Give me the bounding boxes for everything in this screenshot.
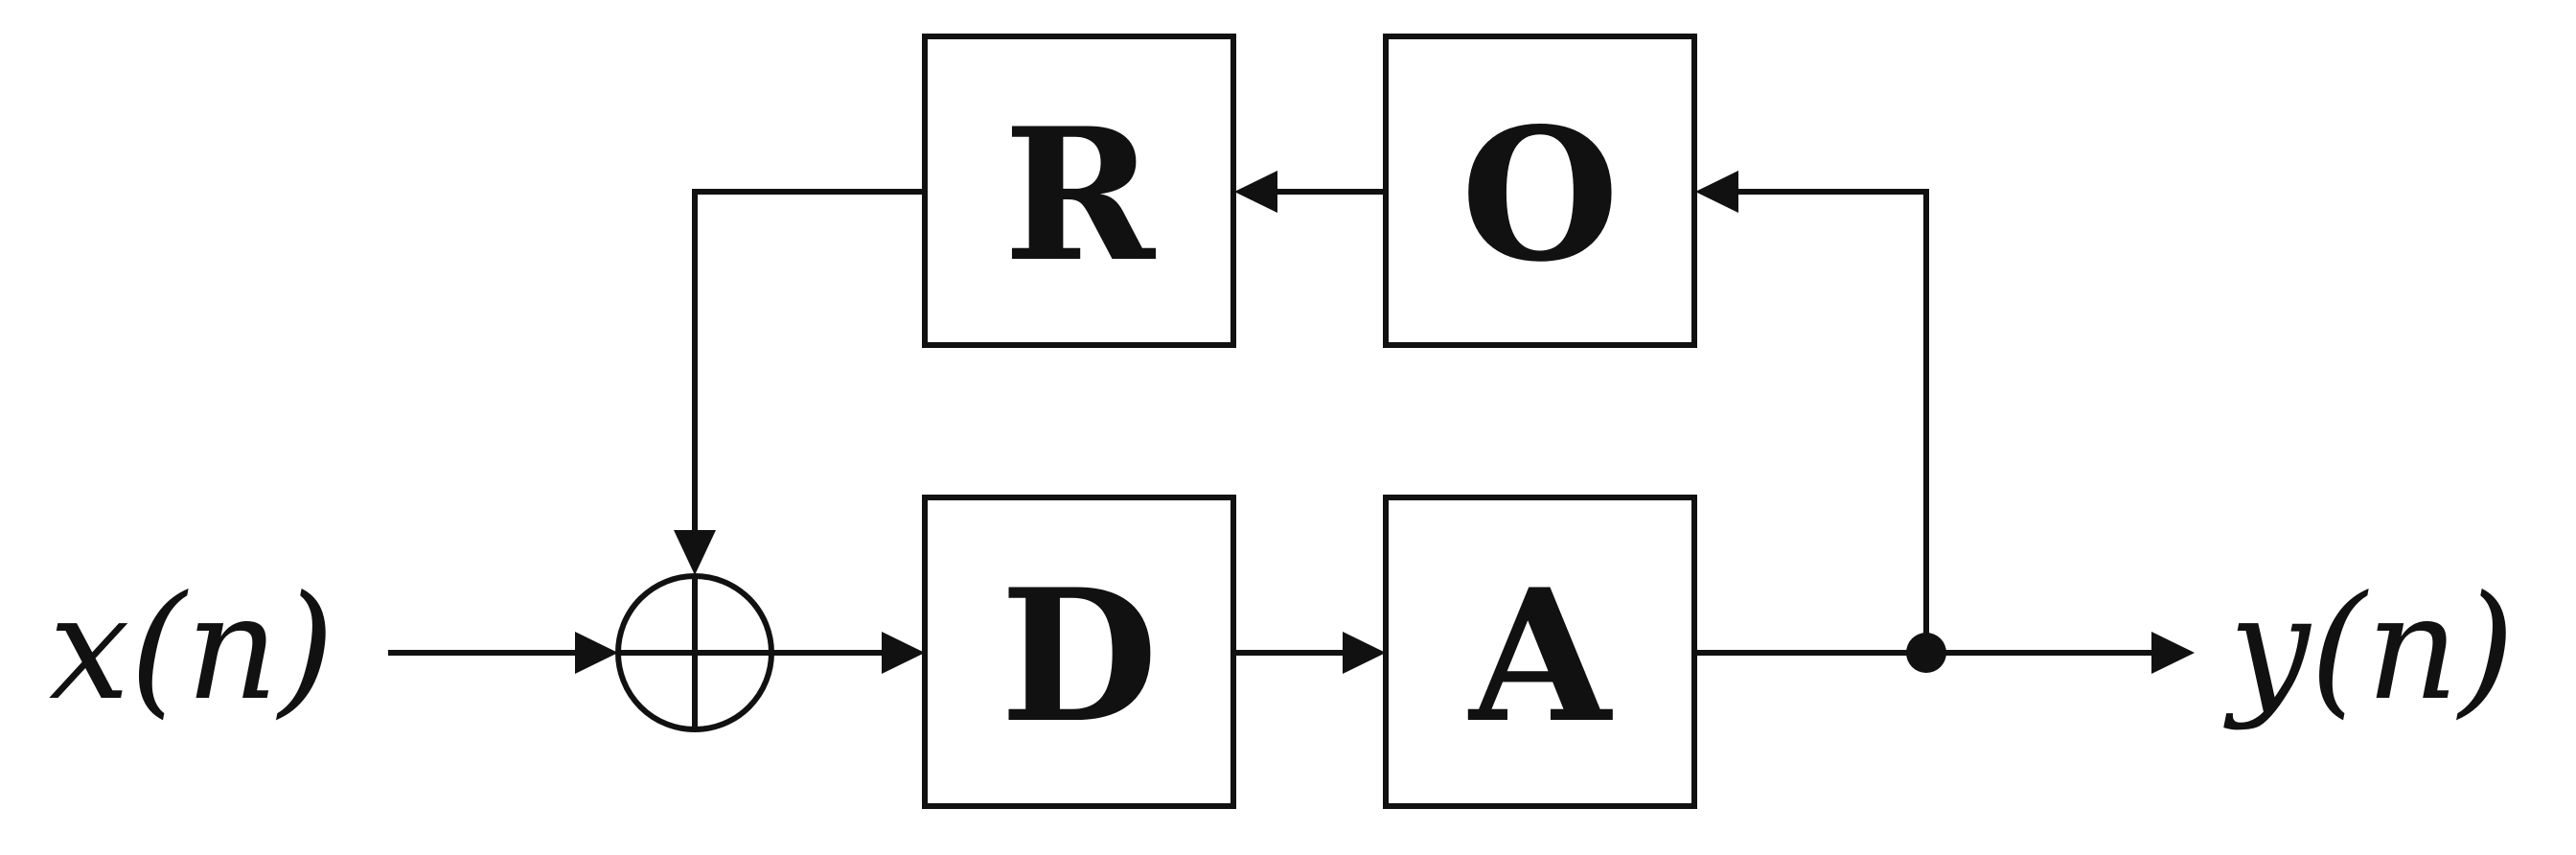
branch-point-dot: [1906, 633, 1946, 673]
arrowhead-right-icon: [575, 632, 618, 674]
input-signal-label: x(n): [49, 566, 334, 732]
block-r: R: [922, 34, 1236, 348]
block-o-label: O: [1460, 88, 1620, 302]
arrowhead-left-icon: [1234, 171, 1277, 213]
output-signal-label: y(n): [2223, 566, 2515, 732]
arrowhead-right-icon: [882, 632, 925, 674]
block-d-frame: [922, 495, 1236, 809]
arrowhead-left-icon: [1695, 171, 1738, 213]
arrowhead-down-icon: [674, 530, 716, 575]
block-o: O: [1383, 34, 1697, 348]
wire-r-to-junction: [692, 189, 925, 535]
block-d-label: D: [1000, 549, 1159, 763]
arrowhead-right-icon: [1343, 632, 1386, 674]
block-a: A: [1383, 495, 1697, 809]
arrowhead-right-icon: [2151, 632, 2195, 674]
block-a-label: A: [1467, 549, 1613, 763]
block-o-frame: [1383, 34, 1697, 348]
block-r-frame: [922, 34, 1236, 348]
block-d: D: [922, 495, 1236, 809]
block-r-label: R: [1003, 88, 1157, 302]
wire-feedback-up: [1734, 189, 1929, 653]
circle-plus-icon: [615, 573, 774, 732]
